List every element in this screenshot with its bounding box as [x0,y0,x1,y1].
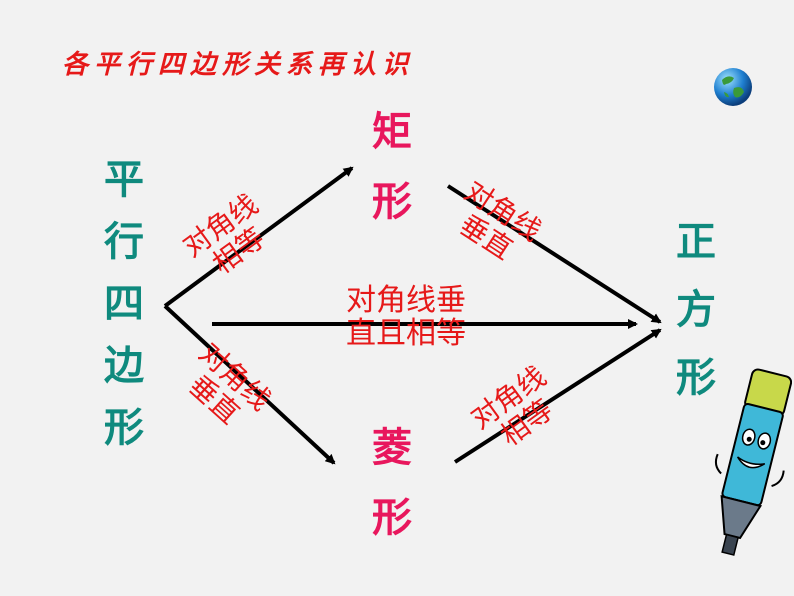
label-line: 对角线垂 [346,283,466,318]
rhombus-char: 菱 [372,425,412,471]
parallelogram-char: 形 [104,405,144,451]
rectangle-char: 形 [372,179,412,225]
parallelogram-label: 平 行 四 边 形 [104,160,144,448]
label-para-to-square: 对角线垂 直且相等 [346,284,466,350]
pencil-mascot-icon [714,368,792,556]
rectangle-label: 矩 形 [372,112,412,222]
arrow-para-to-rect [163,166,354,308]
arrow-para-to-rhombus [163,304,336,465]
parallelogram-char: 平 [104,157,144,203]
arrow-rect-to-square [446,184,662,324]
square-char: 方 [676,287,716,333]
globe-icon [714,68,752,106]
page-title: 各平行四边形关系再认识 [62,50,415,80]
rhombus-char: 形 [372,495,412,541]
parallelogram-char: 四 [104,281,144,327]
label-line: 直且相等 [346,316,466,351]
square-char: 正 [676,219,716,265]
rectangle-char: 矩 [372,109,412,155]
rhombus-label: 菱 形 [372,428,412,538]
parallelogram-char: 边 [104,343,144,389]
parallelogram-char: 行 [104,219,144,265]
square-char: 形 [676,355,716,401]
arrow-rhombus-to-square [453,328,662,464]
square-label: 正 方 形 [676,222,716,398]
